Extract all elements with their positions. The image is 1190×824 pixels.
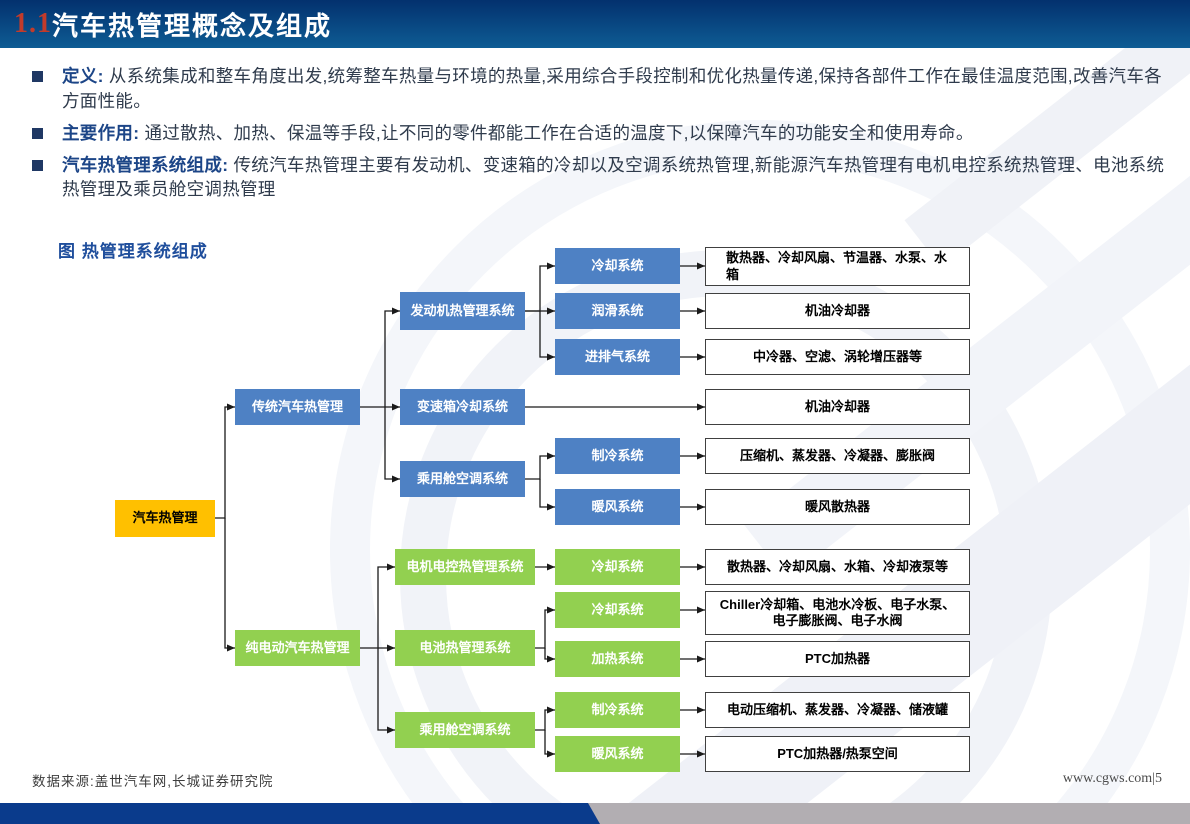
- node-components-refrigeration-bev: 电动压缩机、蒸发器、冷凝器、储液罐: [705, 692, 970, 728]
- node-components-motor-cooling: 散热器、冷却风扇、水箱、冷却液泵等: [705, 549, 970, 585]
- node-traditional-thermal: 传统汽车热管理: [235, 389, 360, 425]
- bullet-text: 传统汽车热管理主要有发动机、变速箱的冷却以及空调系统热管理,新能源汽车热管理有电…: [62, 154, 1165, 200]
- node-components-intake-exhaust: 中冷器、空滤、涡轮增压器等: [705, 339, 970, 375]
- node-components-lubrication: 机油冷却器: [705, 293, 970, 329]
- node-components-heater-bev: PTC加热器/热泵空间: [705, 736, 970, 772]
- node-lubrication-system: 润滑系统: [555, 293, 680, 329]
- node-components-engine-cooling: 散热器、冷却风扇、节温器、水泵、水箱: [705, 247, 970, 286]
- node-components-battery-cooling: Chiller冷却箱、电池水冷板、电子水泵、电子膨胀阀、电子水阀: [705, 591, 970, 635]
- node-bev-thermal: 纯电动汽车热管理: [235, 630, 360, 666]
- node-battery-thermal-system: 电池热管理系统: [395, 630, 535, 666]
- node-heater-system-bev: 暖风系统: [555, 736, 680, 772]
- node-cabin-ac-system-trad: 乘用舱空调系统: [400, 461, 525, 497]
- bullet-lead: 主要作用:: [62, 122, 140, 143]
- data-source-note: 数据来源:盖世汽车网,长城证券研究院: [32, 774, 274, 789]
- node-components-battery-heating: PTC加热器: [705, 641, 970, 677]
- node-heater-system-trad: 暖风系统: [555, 489, 680, 525]
- node-refrigeration-system-bev: 制冷系统: [555, 692, 680, 728]
- bottom-bar: [0, 803, 1190, 824]
- bullet-system-composition: 汽车热管理系统组成: 传统汽车热管理主要有发动机、变速箱的冷却以及空调系统热管理…: [30, 153, 1168, 203]
- bullet-square-icon: [32, 71, 43, 82]
- node-engine-thermal-system: 发动机热管理系统: [400, 292, 525, 330]
- website-page-number[interactable]: www.cgws.com|5: [1062, 771, 1162, 786]
- node-cooling-system-battery: 冷却系统: [555, 592, 680, 628]
- bullet-text: 从系统集成和整车角度出发,统筹整车热量与环境的热量,采用综合手段控制和优化热量传…: [62, 66, 1162, 111]
- node-motor-ecu-thermal-system: 电机电控热管理系统: [395, 549, 535, 585]
- bullet-square-icon: [32, 127, 43, 139]
- node-components-gearbox: 机油冷却器: [705, 389, 970, 425]
- node-cooling-system-motor: 冷却系统: [555, 549, 680, 585]
- node-components-heater-trad: 暖风散热器: [705, 489, 970, 525]
- section-number: 1.1: [14, 8, 52, 39]
- bottom-bar-blue-segment: [0, 803, 600, 824]
- node-gearbox-cooling-system: 变速箱冷却系统: [400, 389, 525, 425]
- node-cooling-system-engine: 冷却系统: [555, 248, 680, 284]
- bullet-text: 通过散热、加热、保温等手段,让不同的零件都能工作在合适的温度下,以保障汽车的功能…: [144, 122, 974, 143]
- figure-caption: 图 热管理系统组成: [58, 242, 208, 261]
- page-title: 汽车热管理概念及组成: [52, 10, 333, 41]
- node-components-refrigeration-trad: 压缩机、蒸发器、冷凝器、膨胀阀: [705, 438, 970, 474]
- bullet-definition: 定义: 从系统集成和整车角度出发,统筹整车热量与环境的热量,采用综合手段控制和优…: [30, 64, 1168, 114]
- node-refrigeration-system-trad: 制冷系统: [555, 438, 680, 474]
- node-cabin-ac-system-bev: 乘用舱空调系统: [395, 712, 535, 748]
- node-heating-system-battery: 加热系统: [555, 641, 680, 677]
- bullet-square-icon: [32, 159, 43, 171]
- bullet-main-function: 主要作用: 通过散热、加热、保温等手段,让不同的零件都能工作在合适的温度下,以保…: [30, 121, 1168, 146]
- node-root-auto-thermal: 汽车热管理: [115, 500, 215, 537]
- bullet-lead: 定义:: [62, 66, 104, 86]
- node-intake-exhaust-system: 进排气系统: [555, 339, 680, 375]
- bullet-lead: 汽车热管理系统组成:: [62, 154, 229, 175]
- bullet-list: 定义: 从系统集成和整车角度出发,统筹整车热量与环境的热量,采用综合手段控制和优…: [0, 64, 1190, 209]
